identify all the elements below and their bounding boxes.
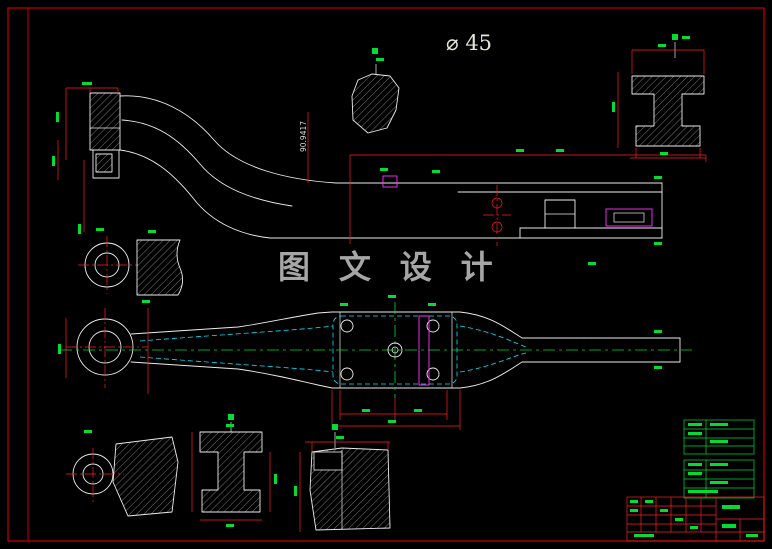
- ibeam-cross-section-top: [617, 34, 706, 159]
- ibeam-cross-section-bottom: [191, 414, 271, 521]
- arm-side-view: [57, 87, 337, 239]
- section-symbol-icon: [228, 414, 234, 420]
- section-symbol-icon: [332, 424, 338, 430]
- beam-side-view: [269, 112, 707, 246]
- border-frame: [7, 7, 765, 542]
- knuckle-section-view: [66, 436, 179, 517]
- section-symbol-icon: [672, 34, 678, 40]
- parts-list-table: [683, 419, 755, 499]
- plan-view: [60, 302, 692, 430]
- title-block: [626, 496, 765, 542]
- beam-insert-detail: [605, 208, 653, 227]
- top-dimension-label: ⌀ 45: [446, 31, 492, 55]
- micro-annotations: [52, 36, 690, 527]
- beam-height-dimension: 90.9417: [299, 121, 308, 152]
- beam-clip-detail: [382, 175, 398, 188]
- watermark-text: 图 文 设 计: [278, 249, 503, 285]
- bushing-detail-view: [78, 236, 183, 296]
- section-symbol-icon: [372, 48, 378, 54]
- plate-clamp-detail: [418, 315, 430, 386]
- arm-cross-section-view: [351, 48, 400, 134]
- channel-section-view: [299, 424, 391, 532]
